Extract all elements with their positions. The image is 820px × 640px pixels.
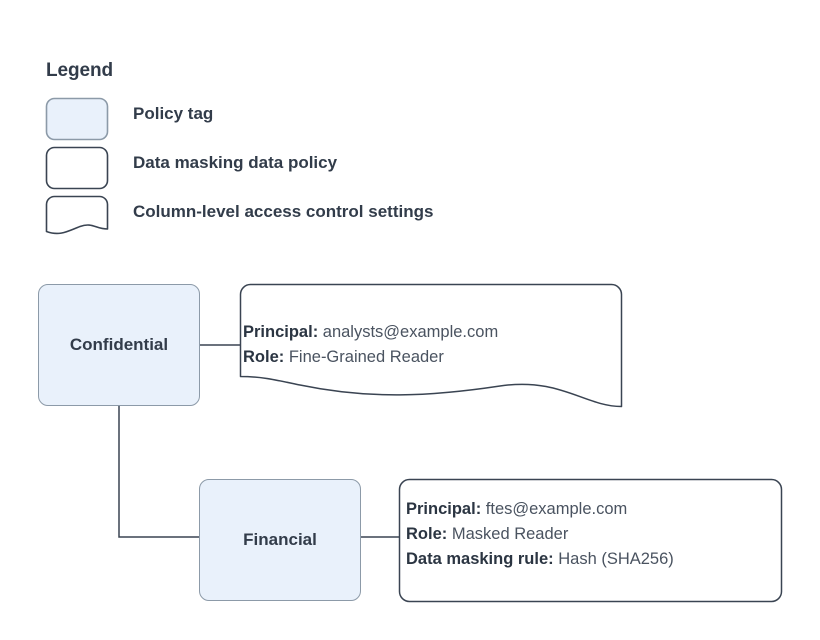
callout-line-role: Role: Fine-Grained Reader [243, 345, 498, 370]
legend-item-label-column-access-control: Column-level access control settings [133, 202, 434, 221]
node-confidential[interactable]: Confidential [38, 284, 200, 406]
callout-line-role-value: Fine-Grained Reader [288, 348, 444, 366]
callout-line-role-value: Masked Reader [451, 525, 569, 543]
legend-item-label-policy-tag: Policy tag [133, 104, 214, 123]
node-confidential-label: Confidential [69, 335, 169, 354]
node-financial[interactable]: Financial [199, 479, 361, 601]
node-financial-label: Financial [243, 530, 317, 549]
legend-swatch-column-access-control [45, 195, 109, 235]
callout-line-principal-key: Principal: [243, 323, 319, 341]
callout-confidential-access-text: Principal: analysts@example.com Role: Fi… [243, 320, 498, 370]
legend-swatch-data-masking-policy [45, 146, 109, 190]
callout-line-principal: Principal: ftes@example.com [406, 497, 674, 522]
callout-confidential-access-shape [239, 283, 623, 408]
callout-line-principal-value: ftes@example.com [485, 500, 628, 518]
callout-financial-access-text: Principal: ftes@example.com Role: Masked… [406, 497, 674, 572]
callout-line-role-key: Role: [406, 525, 448, 543]
callout-line-principal-key: Principal: [406, 500, 482, 518]
callout-line-principal: Principal: analysts@example.com [243, 320, 498, 345]
callout-line-data-masking-rule-value: Hash (SHA256) [558, 550, 674, 568]
legend-swatch-policy-tag [45, 97, 109, 141]
callout-financial-access-shape [398, 478, 783, 603]
connector-confidential-to-financial [118, 406, 199, 538]
callout-line-principal-value: analysts@example.com [322, 323, 499, 341]
callout-line-role-key: Role: [243, 348, 285, 366]
legend-title: Legend [46, 60, 113, 81]
callout-line-role: Role: Masked Reader [406, 522, 674, 547]
callout-line-data-masking-rule-key: Data masking rule: [406, 550, 554, 568]
callout-line-data-masking-rule: Data masking rule: Hash (SHA256) [406, 547, 674, 572]
legend-item-label-data-masking-policy: Data masking data policy [133, 153, 338, 172]
